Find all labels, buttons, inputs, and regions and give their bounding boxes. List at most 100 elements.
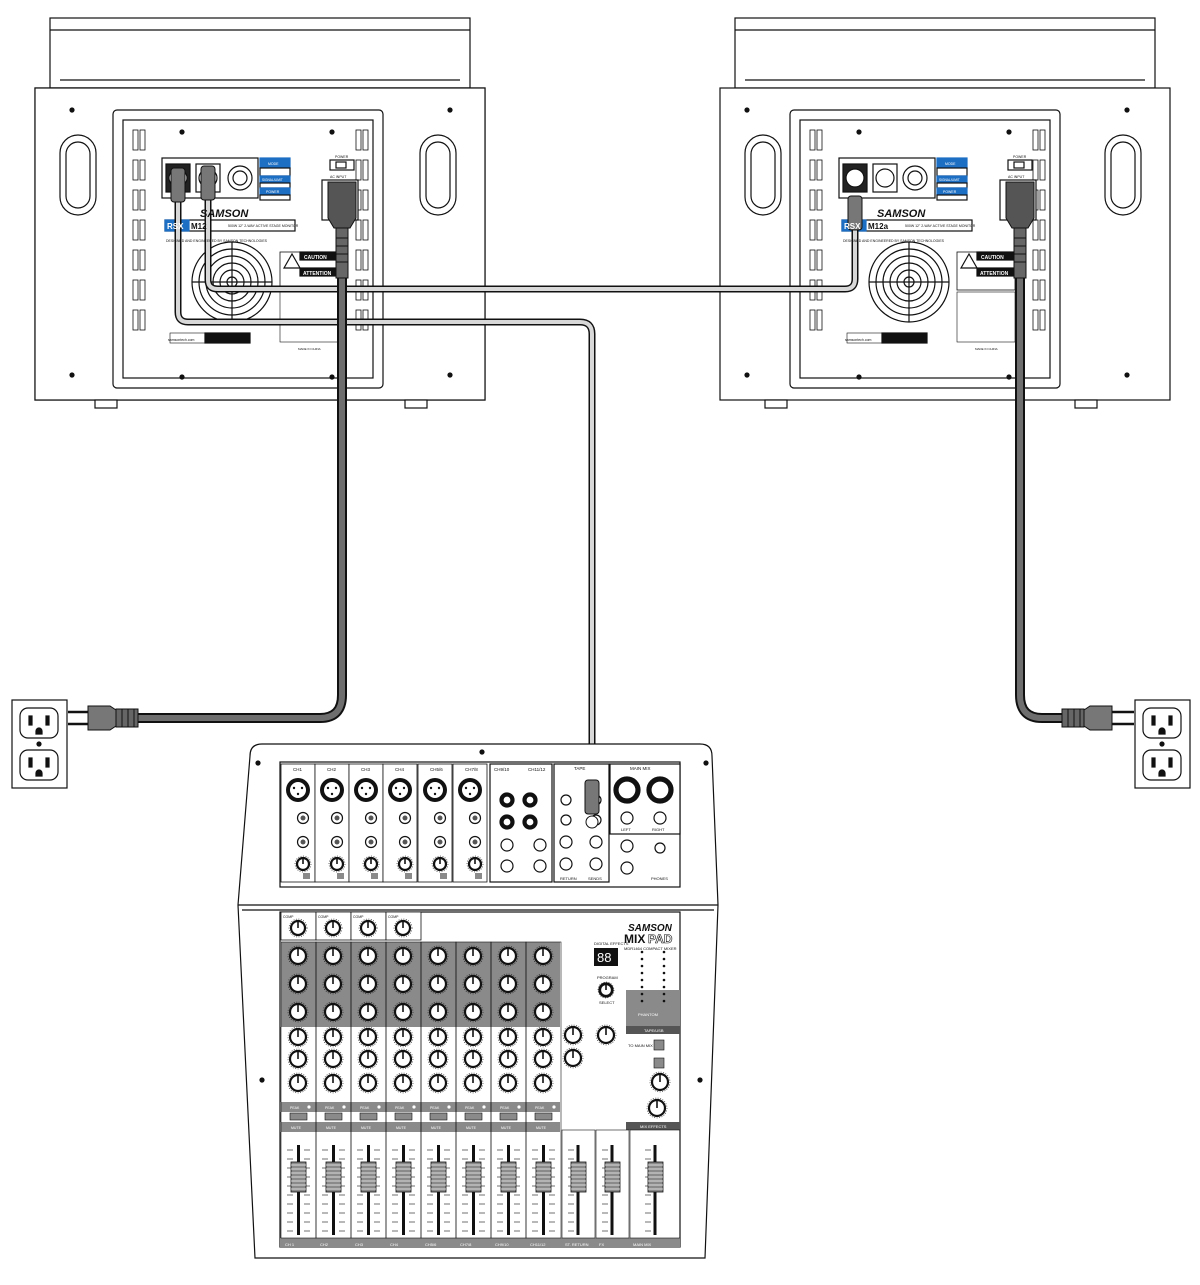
aux-knob[interactable] (497, 1026, 519, 1048)
right-label: RIGHT (652, 827, 665, 832)
aux-knob[interactable] (287, 1048, 309, 1070)
eq-knob[interactable] (392, 945, 414, 967)
aux-knob[interactable] (392, 1026, 414, 1048)
eq-knob[interactable] (532, 1001, 554, 1023)
comp-label: COMP (353, 915, 364, 919)
eq-knob[interactable] (497, 945, 519, 967)
tape-level-knob[interactable] (649, 1071, 671, 1093)
eq-knob[interactable] (532, 973, 554, 995)
gain-knob[interactable] (431, 855, 449, 873)
eq-knob[interactable] (427, 945, 449, 967)
eq-knob[interactable] (532, 945, 554, 967)
to-main-mix-button[interactable] (653, 1039, 665, 1051)
aux-knob[interactable] (427, 1026, 449, 1048)
speaker-right-caution: CAUTION (981, 255, 1004, 261)
pad-switch[interactable] (475, 873, 482, 879)
aux-knob[interactable] (462, 1026, 484, 1048)
comp-knob[interactable] (323, 918, 343, 938)
eq-knob[interactable] (392, 1001, 414, 1023)
mute-label: MUTE (466, 1126, 477, 1130)
eq-knob[interactable] (497, 1001, 519, 1023)
peak-label: PEAK (395, 1106, 405, 1110)
mute-button[interactable] (359, 1112, 378, 1121)
eq-knob[interactable] (427, 1001, 449, 1023)
tape-usb-label: TAPE/USB (644, 1028, 664, 1033)
aux-knob[interactable] (287, 1026, 309, 1048)
pad-switch[interactable] (337, 873, 344, 879)
to-phones-button[interactable] (653, 1057, 665, 1069)
aux-knob[interactable] (322, 1072, 344, 1094)
mute-label: MUTE (396, 1126, 407, 1130)
eq-knob[interactable] (322, 945, 344, 967)
aux-knob[interactable] (427, 1072, 449, 1094)
aux-knob[interactable] (357, 1048, 379, 1070)
pad-switch[interactable] (371, 873, 378, 879)
mute-button[interactable] (289, 1112, 308, 1121)
comp-knob[interactable] (288, 918, 308, 938)
aux-knob[interactable] (497, 1048, 519, 1070)
aux-knob[interactable] (462, 1048, 484, 1070)
comp-knob[interactable] (393, 918, 413, 938)
eq-knob[interactable] (287, 973, 309, 995)
eq-knob[interactable] (392, 973, 414, 995)
mute-button[interactable] (499, 1112, 518, 1121)
mute-button[interactable] (464, 1112, 483, 1121)
speaker-right-power-led: POWER (943, 190, 957, 194)
aux-knob[interactable] (322, 1048, 344, 1070)
gain-knob[interactable] (396, 855, 414, 873)
tape-label: TAPE (574, 766, 585, 771)
aux-knob[interactable] (392, 1048, 414, 1070)
eq-knob[interactable] (357, 1001, 379, 1023)
pad-switch[interactable] (303, 873, 310, 879)
pad-switch[interactable] (440, 873, 447, 879)
comp-knob[interactable] (358, 918, 378, 938)
gain-knob[interactable] (328, 855, 346, 873)
eq-knob[interactable] (287, 945, 309, 967)
eq-knob[interactable] (357, 973, 379, 995)
aux-knob[interactable] (497, 1072, 519, 1094)
aux-knob[interactable] (357, 1072, 379, 1094)
aux-knob[interactable] (462, 1072, 484, 1094)
mute-button[interactable] (324, 1112, 343, 1121)
mute-label: MUTE (361, 1126, 372, 1130)
eq-knob[interactable] (497, 973, 519, 995)
mute-label: MUTE (431, 1126, 442, 1130)
aux-knob[interactable] (427, 1048, 449, 1070)
eq-knob[interactable] (322, 1001, 344, 1023)
aux-knob[interactable] (322, 1026, 344, 1048)
speaker-right-website: samsontech.com (845, 338, 872, 342)
gain-knob[interactable] (466, 855, 484, 873)
mix-effects-knob[interactable] (646, 1097, 668, 1119)
channel-label: CH7/8 (465, 767, 478, 772)
mute-button[interactable] (394, 1112, 413, 1121)
eq-knob[interactable] (322, 973, 344, 995)
eq-knob[interactable] (357, 945, 379, 967)
mute-button[interactable] (534, 1112, 553, 1121)
eq-knob[interactable] (287, 1001, 309, 1023)
aux-knob[interactable] (357, 1026, 379, 1048)
eq-knob[interactable] (462, 945, 484, 967)
left-label: LEFT (621, 827, 631, 832)
speaker-left-brand: SAMSON (200, 208, 249, 220)
program-select-knob[interactable] (597, 981, 615, 999)
aux-knob[interactable] (532, 1048, 554, 1070)
pad-switch[interactable] (405, 873, 412, 879)
eq-knob[interactable] (427, 973, 449, 995)
fader-label: CH11/12 (530, 1242, 546, 1247)
mute-button[interactable] (429, 1112, 448, 1121)
gain-knob[interactable] (294, 855, 312, 873)
speaker-left-model-suffix: M12 (191, 222, 207, 231)
aux-knob[interactable] (532, 1072, 554, 1094)
eq-knob[interactable] (462, 973, 484, 995)
aux-knob[interactable] (392, 1072, 414, 1094)
return-knob[interactable] (562, 1047, 584, 1069)
speaker-left-mode: MODE (268, 162, 279, 166)
aux-knob[interactable] (532, 1026, 554, 1048)
fx-send-knob[interactable] (595, 1024, 617, 1046)
speaker-left-website: samsontech.com (168, 338, 195, 342)
gain-knob[interactable] (362, 855, 380, 873)
channel-label: CH11/12 (528, 767, 546, 772)
return-knob[interactable] (562, 1024, 584, 1046)
eq-knob[interactable] (462, 1001, 484, 1023)
aux-knob[interactable] (287, 1072, 309, 1094)
